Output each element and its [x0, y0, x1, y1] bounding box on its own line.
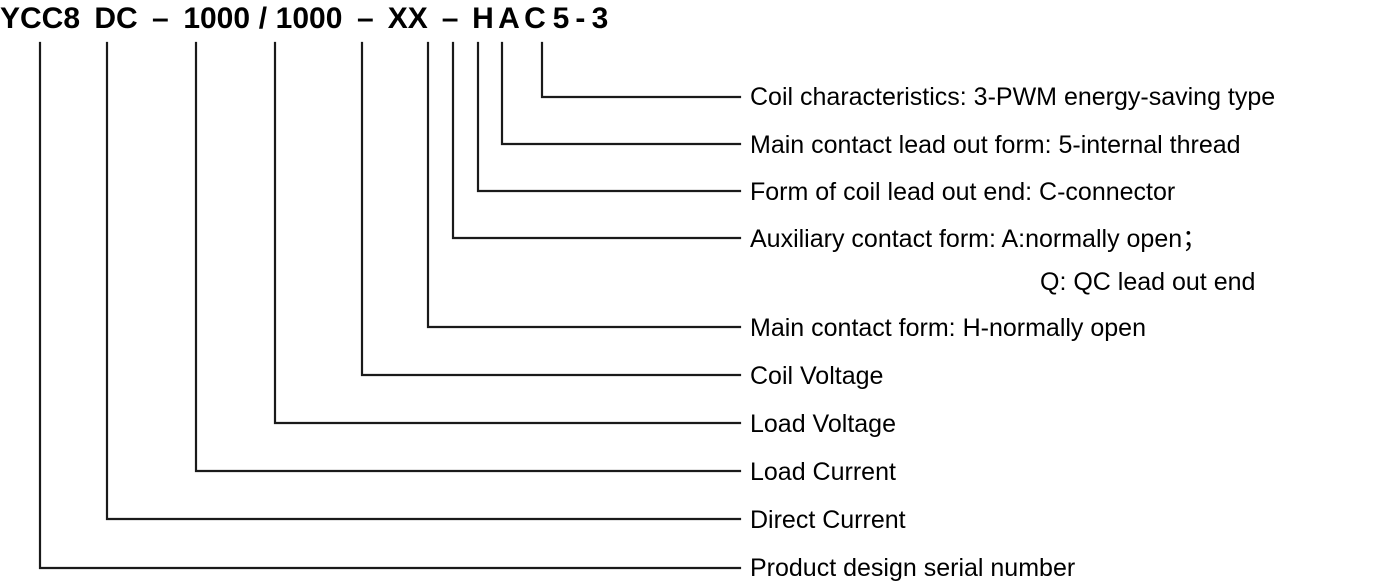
code-segment-coil-lead-out: C — [524, 2, 546, 35]
callout-label-form-of-coil-lead-out-end: Form of coil lead out end: C-connector — [750, 178, 1176, 206]
callout-label-auxiliary-contact-form: Auxiliary contact form: A:normally open； — [750, 225, 1208, 253]
code-segment-load-voltage: 1000 — [275, 2, 343, 35]
code-segment-coil-char: 3 — [591, 2, 609, 35]
leader-line-form-of-coil-lead-out-end — [476, 41, 742, 193]
code-segment-load-current: 1000 — [183, 2, 251, 35]
model-code-title: YCC8 DC – 1000 / 1000 – XX – H A C 5 - 3 — [0, 2, 610, 42]
code-slash: / — [258, 2, 268, 35]
code-separator-2: – — [357, 2, 374, 35]
code-separator-1: – — [152, 2, 169, 35]
code-segment-main-contact: H — [472, 2, 494, 35]
leader-line-coil-characteristics — [540, 41, 742, 99]
code-segment-series: YCC8 — [0, 2, 81, 35]
callout-label-coil-voltage: Coil Voltage — [750, 362, 884, 390]
code-segment-coil-voltage: XX — [387, 2, 428, 35]
leader-line-direct-current — [105, 41, 742, 521]
callout-label-direct-current: Direct Current — [750, 506, 906, 534]
callout-label-main-contact-lead-out-form: Main contact lead out form: 5-internal t… — [750, 131, 1241, 159]
leader-line-main-contact-form — [426, 41, 742, 329]
code-segment-aux-contact: A — [498, 2, 520, 35]
callout-label-load-current: Load Current — [750, 458, 896, 486]
callout-label-product-design-serial-number: Product design serial number — [750, 554, 1076, 582]
code-segment-lead-out-form: 5 — [552, 2, 570, 35]
callout-label-load-voltage: Load Voltage — [750, 410, 896, 438]
callout-label-main-contact-form: Main contact form: H-normally open — [750, 314, 1146, 342]
callout-label-coil-characteristics: Coil characteristics: 3-PWM energy-savin… — [750, 83, 1276, 111]
leader-line-main-contact-lead-out-form — [500, 41, 742, 146]
leader-line-auxiliary-contact-form — [451, 41, 742, 240]
callout-sublabel-auxiliary-contact-form-qc: Q: QC lead out end — [1040, 268, 1256, 296]
code-segment-current-type: DC — [94, 2, 138, 35]
leader-line-load-current — [194, 41, 742, 473]
leader-line-load-voltage — [273, 41, 742, 425]
code-separator-3: – — [441, 2, 459, 35]
leader-line-product-design-serial-number — [38, 41, 742, 570]
leader-line-coil-voltage — [360, 41, 742, 377]
code-separator-4: - — [575, 2, 586, 35]
